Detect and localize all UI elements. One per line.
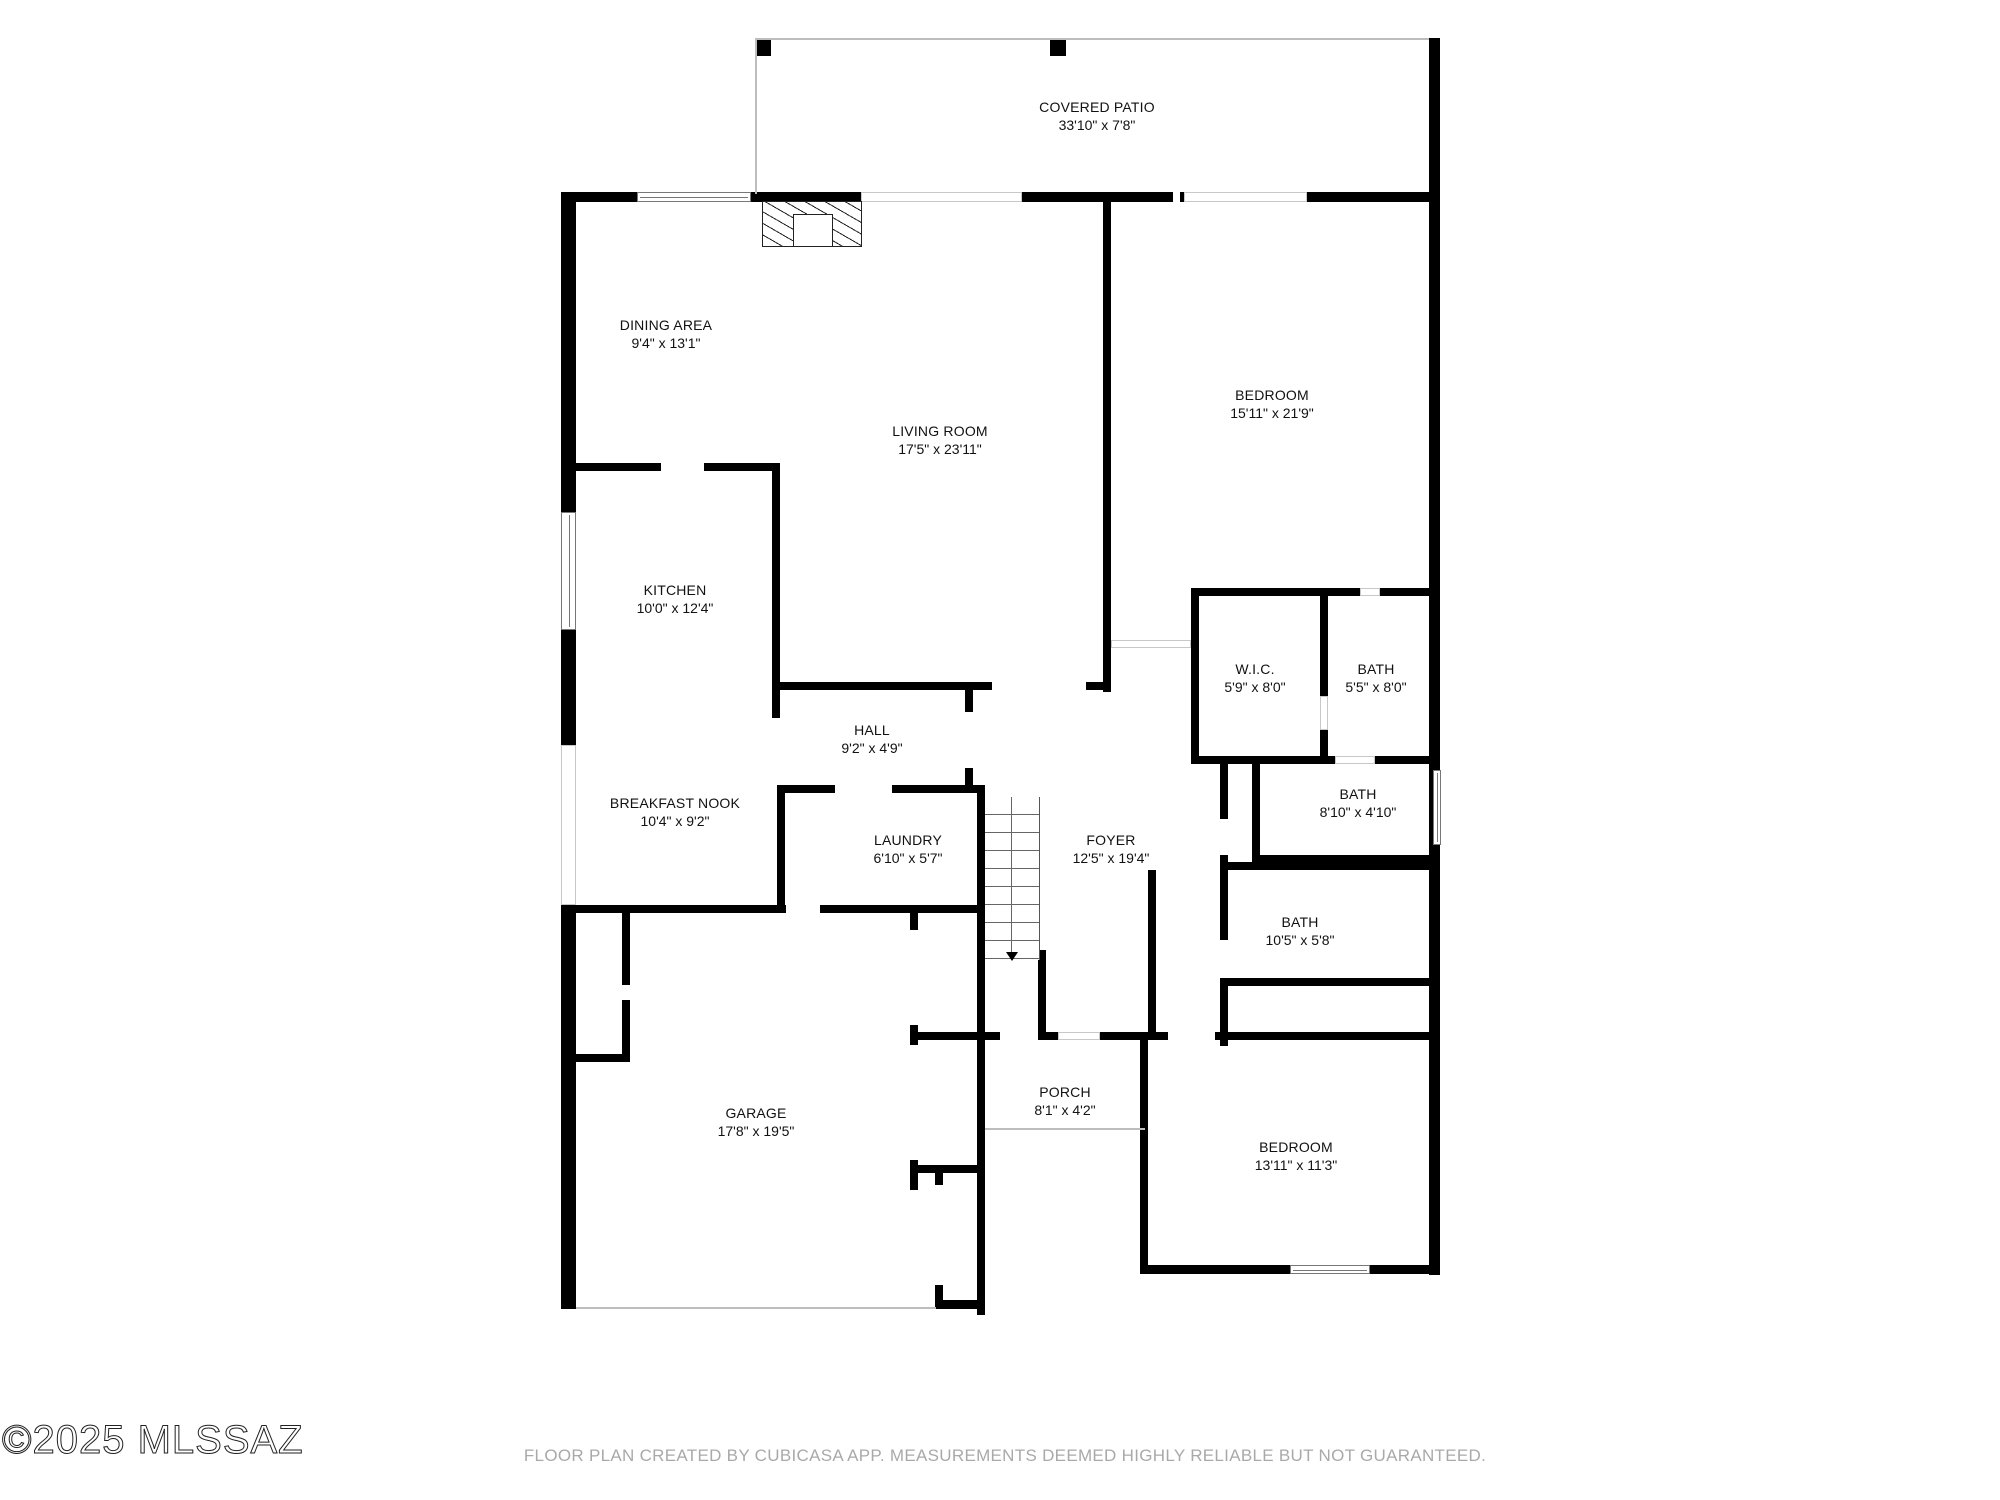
wall-segment: [965, 682, 973, 712]
wall-segment: [1252, 855, 1439, 863]
floor-plan-disclaimer: FLOOR PLAN CREATED BY CUBICASA APP. MEAS…: [523, 1446, 1487, 1465]
wall-segment: [561, 1300, 576, 1309]
wall-segment: [772, 682, 992, 690]
wall-segment: [977, 785, 985, 1315]
room-covered-patio: COVERED PATIO 33'10" x 7'8": [1039, 99, 1155, 133]
patio-outline-top: [755, 38, 1429, 40]
wall-segment: [1191, 756, 1439, 764]
wall-segment: [561, 905, 786, 913]
wall-segment: [1038, 1032, 1058, 1040]
room-bath-hall: BATH 10'5" x 5'8": [1265, 914, 1335, 948]
room-bedroom-primary: BEDROOM 15'11" x 21'9": [1230, 387, 1314, 421]
fireplace: [762, 201, 862, 247]
wall-segment: [1220, 978, 1228, 1046]
room-dining-area: DINING AREA 9'4" x 13'1": [619, 317, 713, 351]
wall-segment: [622, 905, 630, 985]
wall-segment: [1220, 978, 1439, 986]
wall-segment: [1320, 588, 1360, 596]
wall-segment: [1100, 1032, 1150, 1040]
room-garage: GARAGE 17'8" x 19'5": [717, 1105, 795, 1139]
wall-segment: [751, 192, 861, 202]
wall-segment: [704, 463, 779, 471]
wall-segment: [1191, 588, 1199, 764]
room-bedroom-second: BEDROOM 13'11" x 11'3": [1254, 1139, 1338, 1173]
room-kitchen: KITCHEN 10'0" x 12'4": [636, 582, 714, 616]
wall-segment: [910, 1160, 918, 1190]
kitchen-window: [561, 512, 576, 630]
wall-segment: [965, 768, 973, 791]
garage-door-line: [576, 1307, 936, 1309]
room-breakfast-nook: BREAKFAST NOOK 10'4" x 9'2": [609, 795, 741, 829]
living-patio-door: [861, 192, 1022, 202]
room-living-room: LIVING ROOM 17'5" x 23'11": [892, 423, 988, 457]
wall-segment: [1380, 588, 1439, 596]
wall-segment: [1148, 870, 1156, 1040]
wall-segment: [892, 785, 982, 793]
dining-window: [637, 192, 751, 202]
bath-middle-door: [1335, 756, 1375, 764]
wall-segment: [935, 1165, 943, 1185]
wall-segment: [1220, 862, 1439, 870]
wall-segment: [772, 463, 780, 718]
wall-segment: [1220, 764, 1228, 819]
bath-middle-window: [1433, 770, 1441, 845]
wall-segment: [1140, 1032, 1148, 1272]
wall-segment: [1220, 905, 1228, 940]
wall-segment: [622, 1000, 630, 1062]
front-door: [1058, 1032, 1100, 1040]
wall-segment: [910, 910, 918, 930]
wall-segment: [1307, 192, 1439, 202]
wall-segment: [1429, 38, 1440, 202]
bath-ensuite-door: [1360, 588, 1380, 596]
wall-segment: [1086, 682, 1111, 690]
wall-segment: [820, 905, 980, 913]
room-bath-ensuite: BATH 5'5" x 8'0": [1345, 661, 1407, 695]
wall-segment: [777, 890, 785, 910]
bedroom-hall-door: [1111, 640, 1191, 648]
wic-door: [1320, 696, 1328, 730]
room-foyer: FOYER 12'5" x 19'4": [1072, 832, 1150, 866]
wall-segment: [755, 38, 771, 56]
room-wic: W.I.C. 5'9" x 8'0": [1224, 661, 1286, 695]
wall-segment: [935, 1300, 980, 1309]
staircase: [985, 797, 1040, 961]
wall-segment: [910, 1032, 1000, 1040]
wall-segment: [1180, 192, 1184, 202]
nook-opening: [561, 745, 576, 905]
wall-segment: [1300, 1032, 1360, 1040]
wall-segment: [1191, 588, 1439, 596]
wall-segment: [561, 463, 661, 471]
stairs-down-arrow-icon: [1006, 952, 1018, 961]
room-laundry: LAUNDRY 6'10" x 5'7": [873, 832, 943, 866]
wall-segment: [777, 785, 835, 793]
wall-segment: [561, 192, 637, 202]
wall-segment: [1215, 1032, 1243, 1040]
copyright-watermark: ©2025 MLSSAZ: [2, 1418, 304, 1463]
wall-segment: [1420, 1032, 1439, 1040]
wall-segment: [1022, 192, 1173, 202]
wall-segment: [777, 785, 785, 913]
wall-segment: [1220, 855, 1228, 905]
wall-segment: [1320, 588, 1328, 696]
wall-segment: [1038, 950, 1046, 1035]
wall-segment: [1150, 1032, 1168, 1040]
patio-outline-left: [755, 38, 757, 194]
room-hall: HALL 9'2" x 4'9": [841, 722, 903, 756]
wall-segment: [561, 1054, 630, 1062]
wall-segment: [1252, 764, 1260, 863]
wall-segment: [1320, 730, 1328, 760]
porch-outline-bottom: [985, 1128, 1145, 1130]
room-bath-middle: BATH 8'10" x 4'10": [1319, 786, 1397, 820]
wall-segment: [1050, 38, 1066, 56]
room-porch: PORCH 8'1" x 4'2": [1034, 1084, 1096, 1118]
wall-segment: [935, 1285, 943, 1305]
bedroom-second-window: [1290, 1265, 1370, 1274]
wall-segment: [910, 1165, 980, 1173]
bedroom-patio-door: [1184, 192, 1307, 202]
wall-segment: [1103, 202, 1111, 692]
wall-segment: [1429, 192, 1440, 1275]
